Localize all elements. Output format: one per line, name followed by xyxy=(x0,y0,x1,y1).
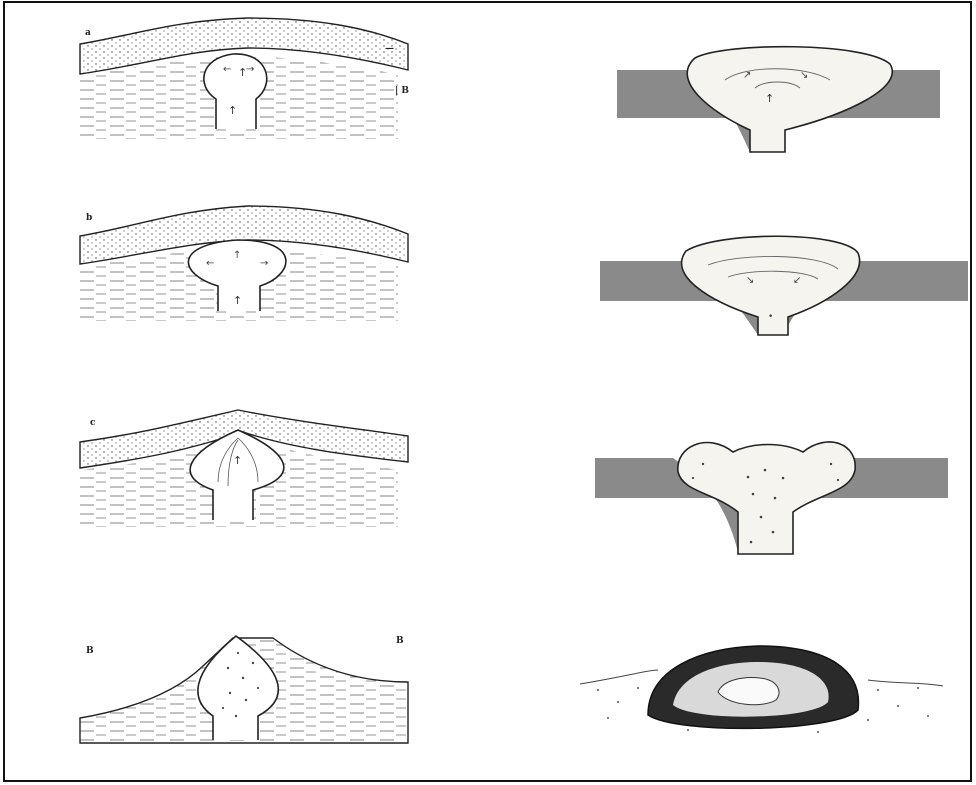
right-panel-4 xyxy=(578,640,948,750)
svg-text:↑: ↑ xyxy=(233,454,242,467)
label-b: b xyxy=(86,213,92,223)
right-panel-2: ↘ ↙ • xyxy=(598,225,970,340)
left-panel-b: ↑ ← → ↑ xyxy=(78,196,418,326)
corner-mark: B xyxy=(396,636,404,646)
diapir-body xyxy=(687,47,892,152)
svg-text:↘: ↘ xyxy=(800,70,808,81)
left-panel-d xyxy=(78,628,418,746)
svg-text:↑: ↑ xyxy=(233,250,241,261)
right-panel-1: ↑ ↗ ↘ xyxy=(615,40,961,155)
svg-text:↘: ↘ xyxy=(746,275,754,286)
svg-text:↙: ↙ xyxy=(793,275,801,286)
svg-text:→: → xyxy=(260,258,268,269)
left-panel-a: ↑ ↑ ← → xyxy=(78,14,418,144)
svg-text:•: • xyxy=(768,312,773,322)
svg-text:←: ← xyxy=(206,258,214,269)
label-c: c xyxy=(90,418,95,428)
left-panel-c: ↑ xyxy=(78,402,418,532)
svg-text:↑: ↑ xyxy=(233,294,242,307)
corner-mark: — xyxy=(385,44,394,54)
svg-text:↗: ↗ xyxy=(743,70,751,81)
svg-text:←: ← xyxy=(223,64,231,75)
svg-text:→: → xyxy=(246,64,254,75)
svg-text:↑: ↑ xyxy=(765,92,774,105)
label-a: a xyxy=(85,28,91,38)
corner-mark: B xyxy=(86,646,94,656)
svg-text:↑: ↑ xyxy=(228,104,237,117)
right-panel-3 xyxy=(593,432,955,562)
corner-mark: | B xyxy=(395,86,409,96)
